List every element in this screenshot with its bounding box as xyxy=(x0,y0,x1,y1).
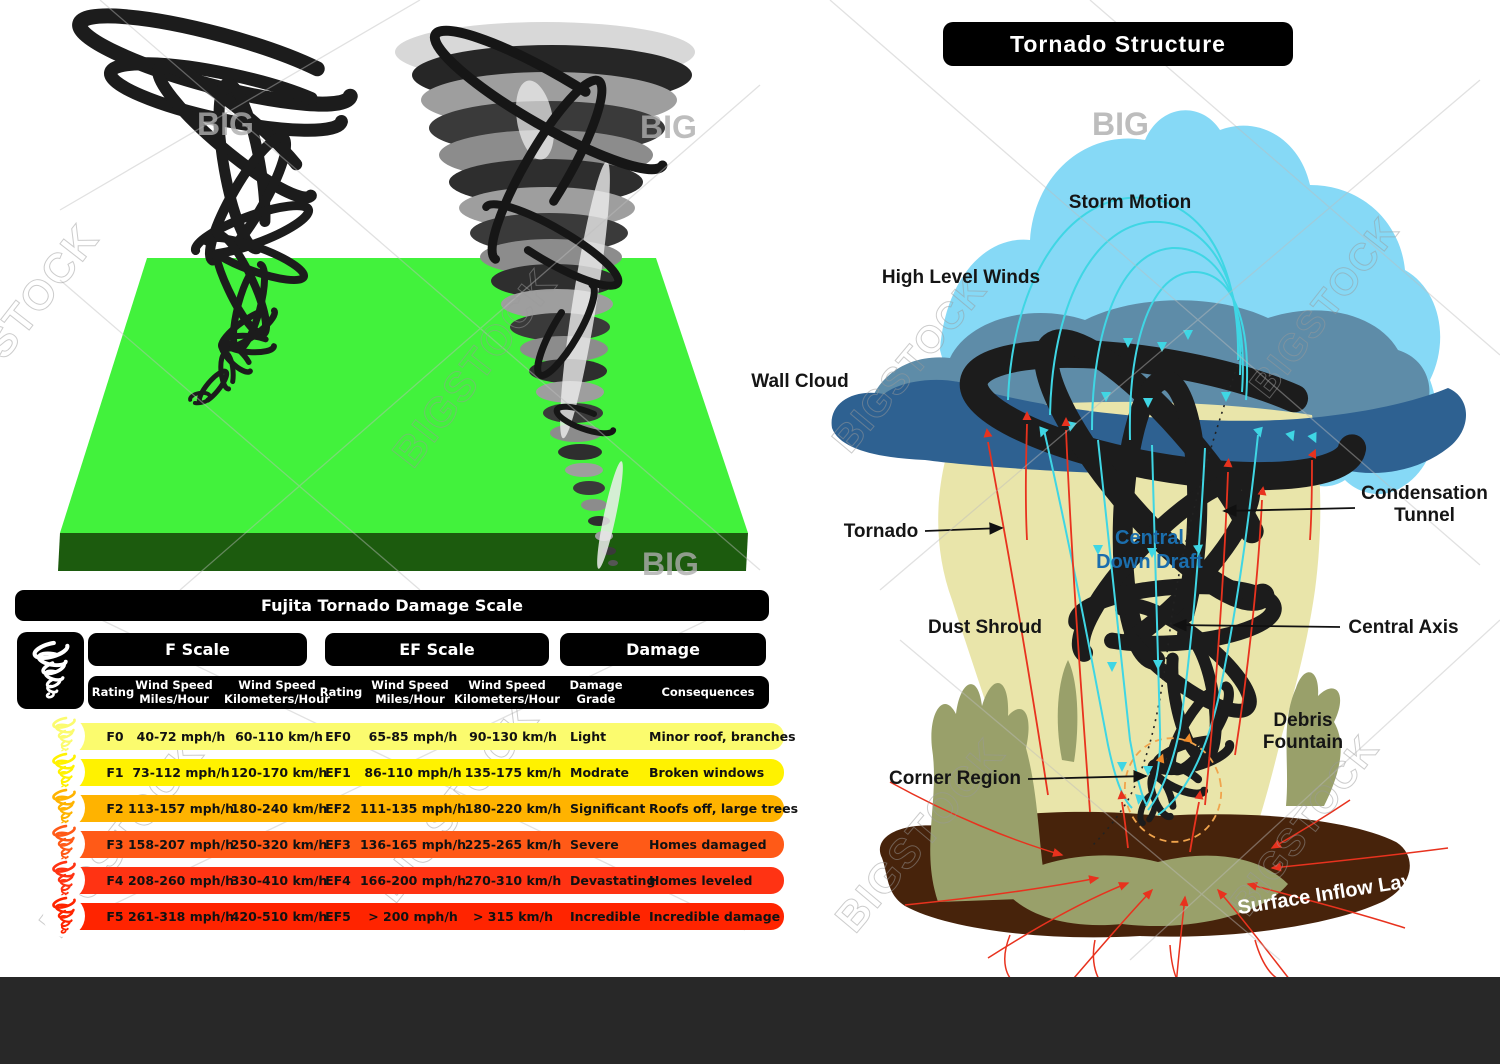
tornado-icon xyxy=(43,787,85,829)
table-column-headers: Rating Wind Speed Miles/Hour Wind Speed … xyxy=(88,676,769,709)
green-platform xyxy=(58,258,748,571)
label-dust-shroud: Dust Shroud xyxy=(928,617,1042,638)
group-ef-scale: EF Scale xyxy=(325,633,549,666)
col-damage-grade: Damage Grade xyxy=(569,678,623,706)
table-row-f4: F4 208-260 mph/h 330-410 km/h EF4 166-20… xyxy=(43,859,784,901)
table-row-f2: F2 113-157 mph/h 180-240 km/h EF2 111-13… xyxy=(43,787,798,829)
tornado-icon xyxy=(17,632,84,709)
table-title: Fujita Tornado Damage Scale xyxy=(15,590,769,621)
label-pointer-lines xyxy=(924,504,1356,783)
col-f-rating: Rating xyxy=(91,684,135,699)
col-consequences: Consequences xyxy=(661,684,755,699)
col-ef-rating: Rating xyxy=(319,684,363,699)
table-row-f3: F3 158-207 mph/h 250-320 km/h EF3 136-16… xyxy=(43,823,784,865)
group-f-scale: F Scale xyxy=(88,633,307,666)
label-tornado: Tornado xyxy=(843,521,919,542)
group-damage: Damage xyxy=(560,633,766,666)
label-storm-motion: Storm Motion xyxy=(1068,192,1192,213)
label-corner-region: Corner Region xyxy=(889,768,1021,789)
tornado-icon xyxy=(43,823,85,865)
table-row-f1: F1 73-112 mph/h 120-170 km/h EF1 86-110 … xyxy=(43,751,784,793)
table-row-f5: F5 261-318 mph/h 420-510 km/h EF5 > 200 … xyxy=(43,895,784,937)
down-draft-arrowheads xyxy=(1039,330,1317,805)
gray-tornado-illustration xyxy=(395,22,695,569)
col-ef-km: Wind Speed Kilometers/Hour xyxy=(454,678,560,706)
tornado-icon xyxy=(43,715,85,757)
tornado-icon xyxy=(43,859,85,901)
svg-text:BIGSTOCK: BIGSTOCK xyxy=(0,215,108,431)
label-central-down-draft: Central Down Draft xyxy=(1096,527,1203,573)
label-central-axis: Central Axis xyxy=(1348,617,1459,638)
tornado-icon xyxy=(43,751,85,793)
svg-text:BIG: BIG xyxy=(642,546,699,582)
label-wall-cloud: Wall Cloud xyxy=(751,371,849,392)
down-draft-streamlines xyxy=(1007,196,1259,816)
col-ef-mph: Wind Speed Miles/Hour xyxy=(371,678,449,706)
corner-updraft-arrowheads xyxy=(1155,733,1193,764)
label-condensation-tunnel: Condensation Tunnel xyxy=(1361,483,1488,527)
col-f-km: Wind Speed Kilometers/Hour xyxy=(224,678,330,706)
diagram-title: Tornado Structure xyxy=(943,22,1293,66)
watermark-big-text: BIG BIG BIG BIG xyxy=(197,106,1149,582)
svg-text:BIG: BIG xyxy=(640,109,697,145)
col-f-mph: Wind Speed Miles/Hour xyxy=(135,678,213,706)
bigstock-footer-bar: BIGSTOCK Image ID: 156956612 bigstock.co… xyxy=(0,977,1500,1064)
updraft-arrowheads xyxy=(983,411,1317,800)
svg-text:BIG: BIG xyxy=(1092,106,1149,142)
table-row-f0: F0 40-72 mph/h 60-110 km/h EF0 65-85 mph… xyxy=(43,715,796,757)
tornado-icon xyxy=(43,895,85,937)
tornado-spiral xyxy=(959,329,1367,827)
central-axis-line xyxy=(1089,351,1243,849)
black-tornado-illustration xyxy=(72,8,358,406)
svg-text:BIG: BIG xyxy=(197,106,254,142)
label-debris-fountain: Debris Fountain xyxy=(1262,710,1344,754)
label-high-level-winds: High Level Winds xyxy=(881,267,1041,288)
fujita-damage-scale-table: Fujita Tornado Damage Scale F Scale EF S… xyxy=(15,590,798,940)
